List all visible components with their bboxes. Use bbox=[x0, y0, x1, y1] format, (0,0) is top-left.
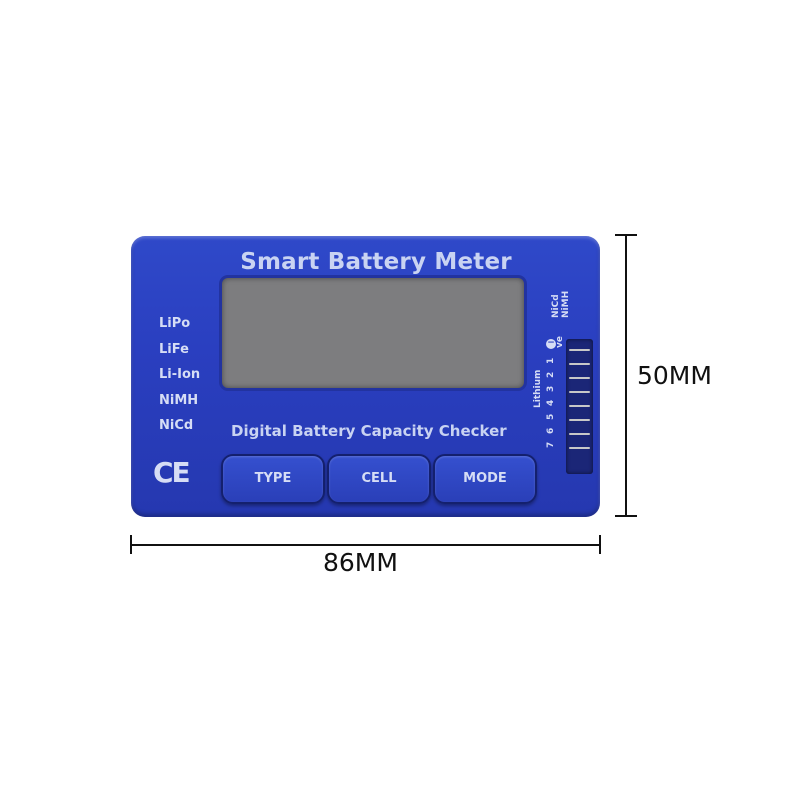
negative-label: ve bbox=[555, 336, 565, 348]
cell-number-3: 3 bbox=[546, 385, 556, 392]
ce-mark-icon: CE bbox=[153, 456, 191, 489]
height-dimension-label: 50MM bbox=[637, 361, 712, 390]
type-button[interactable]: TYPE bbox=[221, 454, 325, 504]
battery-type-nimh: NiMH bbox=[159, 392, 199, 408]
battery-type-life: LiFe bbox=[159, 341, 189, 357]
lithium-label: Lithium bbox=[533, 369, 543, 408]
connector-pin bbox=[569, 419, 590, 421]
connector-pin bbox=[569, 363, 590, 365]
cell-number-4: 4 bbox=[546, 399, 556, 406]
cell-number-2: 2 bbox=[546, 371, 556, 378]
battery-type-nicd: NiCd bbox=[159, 418, 194, 433]
battery-type-list: LiPo LiFe Li-Ion NiMH NiCd bbox=[159, 314, 200, 442]
width-dimension-label: 86MM bbox=[323, 548, 398, 577]
width-dimension-cap-left bbox=[130, 535, 132, 554]
width-dimension-line bbox=[130, 544, 600, 546]
connector-pin bbox=[569, 391, 590, 393]
device-title: Smart Battery Meter bbox=[240, 249, 512, 275]
connector-pin bbox=[569, 433, 590, 435]
nicd-connector-label: NiCd bbox=[551, 294, 561, 318]
cell-number-1: 1 bbox=[546, 357, 556, 364]
cell-button[interactable]: CELL bbox=[327, 454, 431, 504]
device-subtitle: Digital Battery Capacity Checker bbox=[231, 422, 507, 440]
battery-type-lipo: LiPo bbox=[159, 316, 191, 331]
cell-number-7: 7 bbox=[546, 441, 556, 448]
cell-number-5: 5 bbox=[546, 413, 556, 420]
connector-pin bbox=[569, 377, 590, 379]
height-dimension-line bbox=[625, 235, 627, 516]
cell-number-6: 6 bbox=[546, 427, 556, 434]
height-dimension-cap-top bbox=[615, 234, 637, 236]
connector-pin bbox=[569, 349, 590, 351]
connector-pin bbox=[569, 447, 590, 449]
negative-terminal-icon: − bbox=[546, 338, 556, 349]
connector-pin bbox=[569, 405, 590, 407]
balance-connector-slot[interactable] bbox=[566, 339, 593, 474]
battery-meter-device: Smart Battery Meter LiPo LiFe Li-Ion NiM… bbox=[131, 236, 600, 517]
battery-type-li-ion: Li-Ion bbox=[159, 367, 201, 382]
width-dimension-cap-right bbox=[599, 535, 601, 554]
height-dimension-cap-bottom bbox=[615, 515, 637, 517]
nimh-connector-label: NiMH bbox=[561, 290, 571, 318]
mode-button[interactable]: MODE bbox=[433, 454, 537, 504]
lcd-screen bbox=[222, 278, 524, 388]
